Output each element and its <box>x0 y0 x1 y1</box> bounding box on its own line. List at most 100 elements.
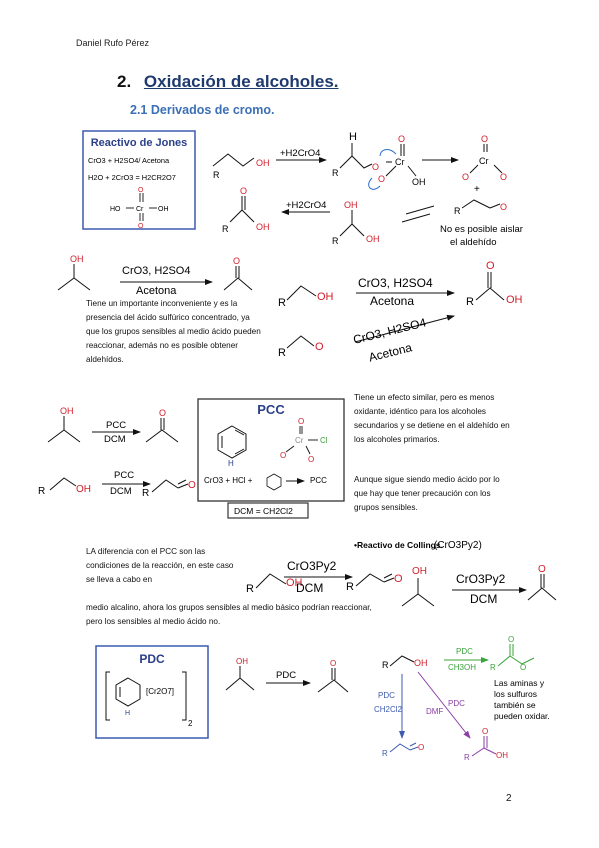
section-heading: 2. Oxidación de alcoholes. <box>117 72 339 92</box>
jones-solvent-b: Acetona <box>370 294 414 308</box>
collins-solvent: DCM <box>296 581 323 595</box>
svg-text:O: O <box>508 635 514 644</box>
jones-solvent-a: Acetona <box>136 285 177 297</box>
pcc-equation-left: CrO3 + HCl + <box>204 476 253 485</box>
page-number: 2 <box>506 793 512 804</box>
svg-text:O: O <box>378 174 385 184</box>
svg-text:R: R <box>332 168 339 178</box>
pcc-arrow-top-1: PCC <box>106 420 126 431</box>
svg-text:O: O <box>398 134 405 144</box>
collins-title: •Reactivo de Collings. <box>354 540 443 550</box>
jones-reagent-a: CrO3, H2SO4 <box>122 265 190 277</box>
svg-text:O: O <box>308 455 314 464</box>
svg-text:OH: OH <box>236 657 248 666</box>
svg-text:R: R <box>278 297 286 309</box>
svg-text:OH: OH <box>412 566 427 577</box>
svg-text:O: O <box>233 256 240 266</box>
collins-formula: (CrO3Py2) <box>434 540 482 551</box>
jones-note: Tiene un importante inconveniente y es l… <box>86 299 261 364</box>
collins-reagent: CrO3Py2 <box>287 559 337 573</box>
svg-text:R: R <box>346 581 354 593</box>
svg-text:Cr: Cr <box>136 206 144 213</box>
pdc-reagent-box: PDC H [Cr2O7] 2 <box>95 645 209 739</box>
svg-text:O: O <box>138 187 144 194</box>
pyridinium-ring-icon <box>217 425 247 459</box>
jones-line-1: CrO3 + H2SO4/ Acetona <box>88 156 170 165</box>
svg-text:R: R <box>278 347 286 359</box>
pcc-note-2: Aunque sigue siendo medio ácido por lo q… <box>354 475 500 512</box>
jones-reagent-b: CrO3, H2SO4 <box>358 276 433 290</box>
svg-text:Cr: Cr <box>295 436 304 445</box>
pdc-blue-bottom: CH2Cl2 <box>374 705 403 714</box>
pcc-arrow-bottom-2: DCM <box>110 486 132 497</box>
svg-text:O: O <box>330 659 336 668</box>
svg-text:O: O <box>138 223 144 230</box>
aldehyde-note-1: No es posible aislar <box>440 224 523 235</box>
svg-text:R: R <box>454 206 461 216</box>
svg-text:Cr: Cr <box>479 156 489 166</box>
svg-text:OH: OH <box>344 200 358 210</box>
svg-text:H: H <box>125 710 130 717</box>
svg-text:H: H <box>228 459 234 468</box>
svg-text:O: O <box>418 743 424 752</box>
dcm-definition: DCM = CH2Cl2 <box>234 506 293 516</box>
subsection-heading: 2.1 Derivados de cromo. <box>130 103 275 117</box>
svg-text:OH: OH <box>256 222 270 232</box>
pdc-green-bottom: CH3OH <box>448 663 476 672</box>
chromic-acid-structure <box>126 193 157 221</box>
amines-note-1: Las aminas y <box>494 678 545 688</box>
jones-reagent-1: +H2CrO4 <box>280 148 320 159</box>
svg-text:O: O <box>298 417 304 426</box>
pdc-purple-top: PDC <box>448 699 465 708</box>
dcm-definition-box: DCM = CH2Cl2 <box>227 502 309 519</box>
collins-note-2: medio alcalino, ahora los grupos sensibl… <box>86 603 372 626</box>
amines-note-2: los sulfuros <box>494 689 537 699</box>
svg-text:R: R <box>382 660 389 670</box>
jones-line-2: H2O + 2CrO3 = H2CR2O7 <box>88 173 176 182</box>
amines-note-3: también se <box>494 700 536 710</box>
svg-text:R: R <box>490 663 496 672</box>
svg-text:OH: OH <box>496 751 508 760</box>
svg-text:OH: OH <box>286 577 303 589</box>
svg-text:OH: OH <box>317 291 334 303</box>
svg-text:HO: HO <box>110 206 121 213</box>
svg-text:O: O <box>500 202 507 212</box>
amines-note-4: pueden oxidar. <box>494 711 550 721</box>
collins-reagent-2: CrO3Py2 <box>456 572 506 586</box>
pcc-equation-right: PCC <box>310 476 327 485</box>
jones-reagent-c: CrO3, H2SO4 <box>352 315 428 347</box>
collins-solvent-2: DCM <box>470 592 497 606</box>
svg-text:O: O <box>486 260 495 272</box>
svg-text:OH: OH <box>414 658 428 668</box>
svg-text:R: R <box>382 749 388 758</box>
pcc-title: PCC <box>257 402 285 417</box>
pdc-blue-top: PDC <box>378 691 395 700</box>
svg-text:2: 2 <box>188 719 193 728</box>
pdc-title: PDC <box>139 652 165 666</box>
svg-text:R: R <box>213 170 220 180</box>
pcc-reagent-box: PCC H O Cr Cl O O CrO3 + HCl + PCC <box>197 398 345 502</box>
svg-text:R: R <box>246 583 254 595</box>
svg-text:OH: OH <box>256 158 270 168</box>
section-number: 2. <box>117 72 132 91</box>
svg-text:O: O <box>500 172 507 182</box>
svg-text:O: O <box>482 727 488 736</box>
svg-text:O: O <box>240 186 247 196</box>
pdc-arrow-label: PDC <box>276 670 296 681</box>
page-header-author: Daniel Rufo Pérez <box>76 38 150 48</box>
svg-text:O: O <box>394 573 403 585</box>
svg-text:OH: OH <box>70 254 84 264</box>
collins-note-1: LA diferencia con el PCC son las condici… <box>86 547 234 584</box>
pdc-green-top: PDC <box>456 647 473 656</box>
svg-text:OH: OH <box>506 294 523 306</box>
pdc-anion: [Cr2O7] <box>146 687 174 696</box>
svg-text:O: O <box>520 663 526 672</box>
svg-text:OH: OH <box>60 406 74 416</box>
section-title: Oxidación de alcoholes. <box>143 72 339 91</box>
svg-text:O: O <box>462 172 469 182</box>
svg-text:R: R <box>222 224 229 234</box>
svg-text:R: R <box>142 488 149 499</box>
svg-text:O: O <box>372 162 379 172</box>
svg-text:R: R <box>332 236 339 246</box>
